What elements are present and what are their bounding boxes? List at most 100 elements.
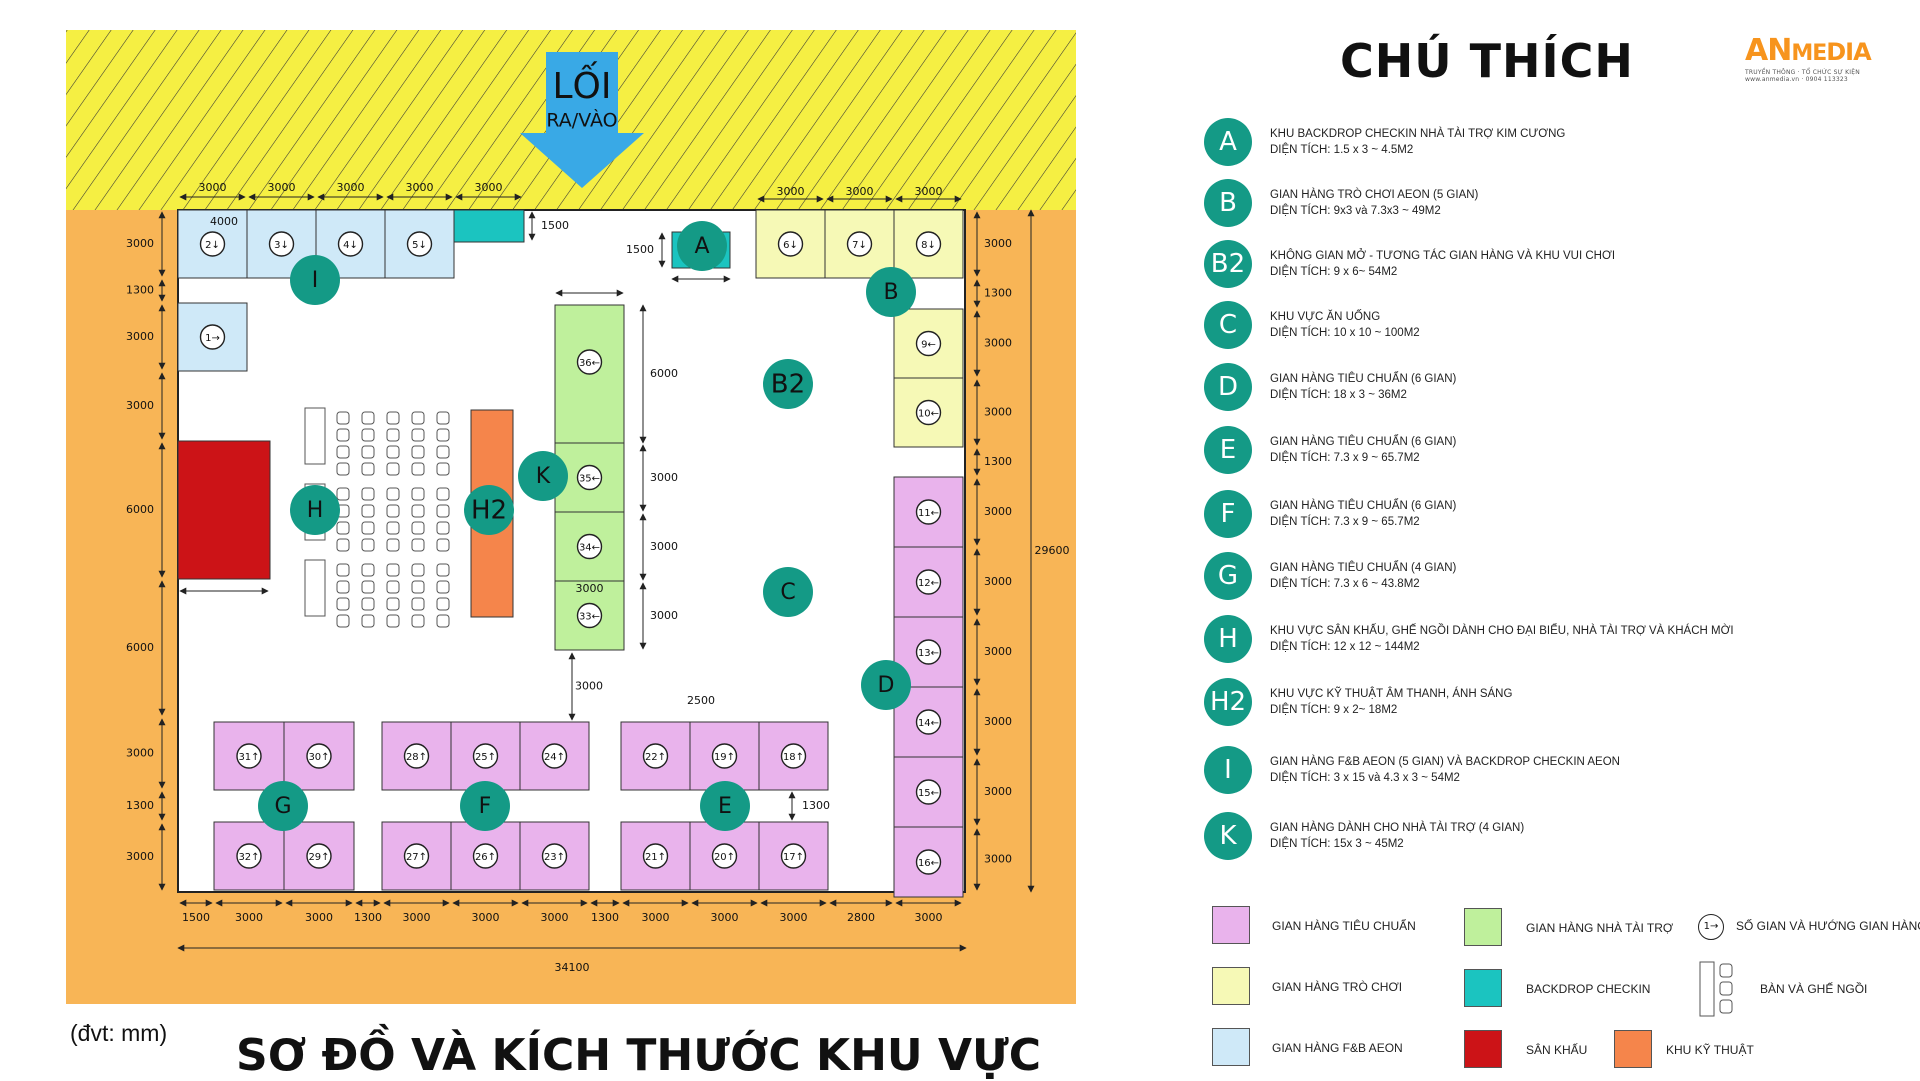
zone-marker-d [861, 660, 911, 710]
dim-right-3-label: 3000 [984, 337, 1012, 350]
legend-marker: E [1204, 426, 1252, 474]
legend-desc: GIAN HÀNG TRÒ CHƠI AEON (5 GIAN) [1270, 189, 1479, 201]
dim-left-5-label: 6000 [126, 503, 154, 516]
booth-f-5-number: 26↑ [475, 852, 496, 863]
booth-d-6 [893, 826, 964, 898]
legend-marker: C [1204, 301, 1252, 349]
dim-right-10-label: 3000 [984, 785, 1012, 798]
dim-top-left-4-label: 3000 [406, 181, 434, 194]
logo-tagline: TRUYỀN THÔNG · TỔ CHỨC SỰ KIỆN [1745, 69, 1860, 76]
chair [411, 411, 425, 425]
booth-i-3-number: 4↓ [343, 240, 358, 251]
booth-number-symbol: 1→ [1698, 914, 1724, 940]
dim-right-4-label: 3000 [984, 406, 1012, 419]
chair [411, 580, 425, 594]
booth-k-2-marker [576, 464, 603, 491]
booth-f-4 [381, 821, 452, 891]
chair [361, 445, 375, 459]
legend-desc: GIAN HÀNG TIÊU CHUẨN (4 GIAN) [1270, 562, 1457, 574]
booth-f-4-marker [403, 843, 430, 869]
chair [411, 614, 425, 628]
booth-g-1-marker [236, 743, 262, 769]
table-1 [304, 407, 326, 465]
swatch-standard [1212, 906, 1250, 944]
chair [336, 411, 350, 425]
chair [411, 462, 425, 476]
booth-i-4-marker [406, 231, 433, 257]
chair [336, 597, 350, 611]
dim-total-width-label: 34100 [555, 961, 590, 974]
legend-desc: GIAN HÀNG TIÊU CHUẨN (6 GIAN) [1270, 373, 1457, 385]
plan-title: SƠ ĐỒ VÀ KÍCH THƯỚC KHU VỰC [236, 1030, 1042, 1081]
booth-i-1-marker [199, 231, 226, 257]
dim-left-7-label: 3000 [126, 747, 154, 760]
zone-label-g: G [274, 794, 291, 819]
zone-label-d: D [878, 673, 895, 698]
legend-marker: I [1204, 746, 1252, 794]
legend-marker: A [1204, 118, 1252, 166]
dim-top-left-3-label: 3000 [337, 181, 365, 194]
entrance-label-line1: LỐI [552, 61, 611, 107]
dim-bottom-1-label: 1500 [182, 911, 210, 924]
chair [386, 597, 400, 611]
chair [436, 563, 450, 577]
booth-d-1-number: 11← [918, 508, 939, 519]
dim-top-left-1-label: 3000 [199, 181, 227, 194]
legend-item-c: C KHU VỰC ĂN UỐNG DIỆN TÍCH: 10 x 10 ~ 100… [1200, 299, 1900, 351]
chair [436, 411, 450, 425]
chair [361, 580, 375, 594]
legend-marker: H2 [1204, 678, 1252, 726]
dim-top-right-2-label: 3000 [846, 185, 874, 198]
chair [436, 428, 450, 442]
chair [336, 538, 350, 552]
dim-right-7-label: 3000 [984, 575, 1012, 588]
dim-top-right-1-label: 3000 [777, 185, 805, 198]
dim-left-2-label: 1300 [126, 284, 154, 297]
legend-desc: KHU VỰC ĂN UỐNG [1270, 311, 1381, 323]
dim-a-height-label: 1500 [626, 243, 654, 256]
dim-top-left-5-label: 3000 [475, 181, 503, 194]
legend-title: CHÚ THÍCH [1340, 34, 1634, 88]
dim-bottom-13-label: 3000 [915, 911, 943, 924]
legend-desc: GIAN HÀNG TIÊU CHUẨN (6 GIAN) [1270, 436, 1457, 448]
chair [411, 487, 425, 501]
booth-d-2-number: 12← [918, 578, 939, 589]
zone-label-e: E [718, 794, 732, 819]
booth-i-4 [384, 209, 455, 279]
chair [386, 614, 400, 628]
zone-marker-b2 [763, 359, 813, 409]
legend-desc: KHÔNG GIAN MỞ - TƯƠNG TÁC GIAN HÀNG VÀ K… [1270, 250, 1616, 262]
zone-label-f: F [479, 794, 492, 819]
legend-desc: KHU VỰC KỸ THUẬT ÂM THANH, ÁNH SÁNG [1270, 688, 1513, 700]
dim-right-11-label: 3000 [984, 853, 1012, 866]
chair [436, 580, 450, 594]
legend-area: DIỆN TÍCH: 9 x 2~ 18M2 [1270, 704, 1398, 716]
legend-area: DIỆN TÍCH: 7.3 x 9 ~ 65.7M2 [1270, 516, 1420, 528]
booth-f-1-marker [403, 743, 430, 769]
booth-e-6-number: 17↑ [783, 852, 804, 863]
booth-d-5-number: 15← [918, 788, 939, 799]
entrance-arrow-icon [520, 52, 644, 188]
booth-b-2-marker [846, 231, 873, 257]
booth-d-3-number: 13← [918, 648, 939, 659]
booth-e-2-marker [711, 743, 738, 769]
chair [336, 428, 350, 442]
zone-label-h2: H2 [471, 496, 507, 526]
chair [386, 428, 400, 442]
chair [436, 521, 450, 535]
chair [336, 563, 350, 577]
chair [336, 614, 350, 628]
booth-g-2-number: 30↑ [308, 752, 329, 763]
chair [411, 504, 425, 518]
legend-marker: F [1204, 490, 1252, 538]
legend-area: DIỆN TÍCH: 10 x 10 ~ 100M2 [1270, 327, 1420, 339]
booth-i-5-marker [199, 324, 226, 350]
booth-k-1-marker [576, 349, 603, 375]
chair [436, 445, 450, 459]
booth-i-5-number: 1→ [205, 333, 220, 344]
zone-label-b2: B2 [771, 370, 805, 400]
dim-k-gap-label: 3000 [575, 680, 603, 693]
chair [386, 504, 400, 518]
